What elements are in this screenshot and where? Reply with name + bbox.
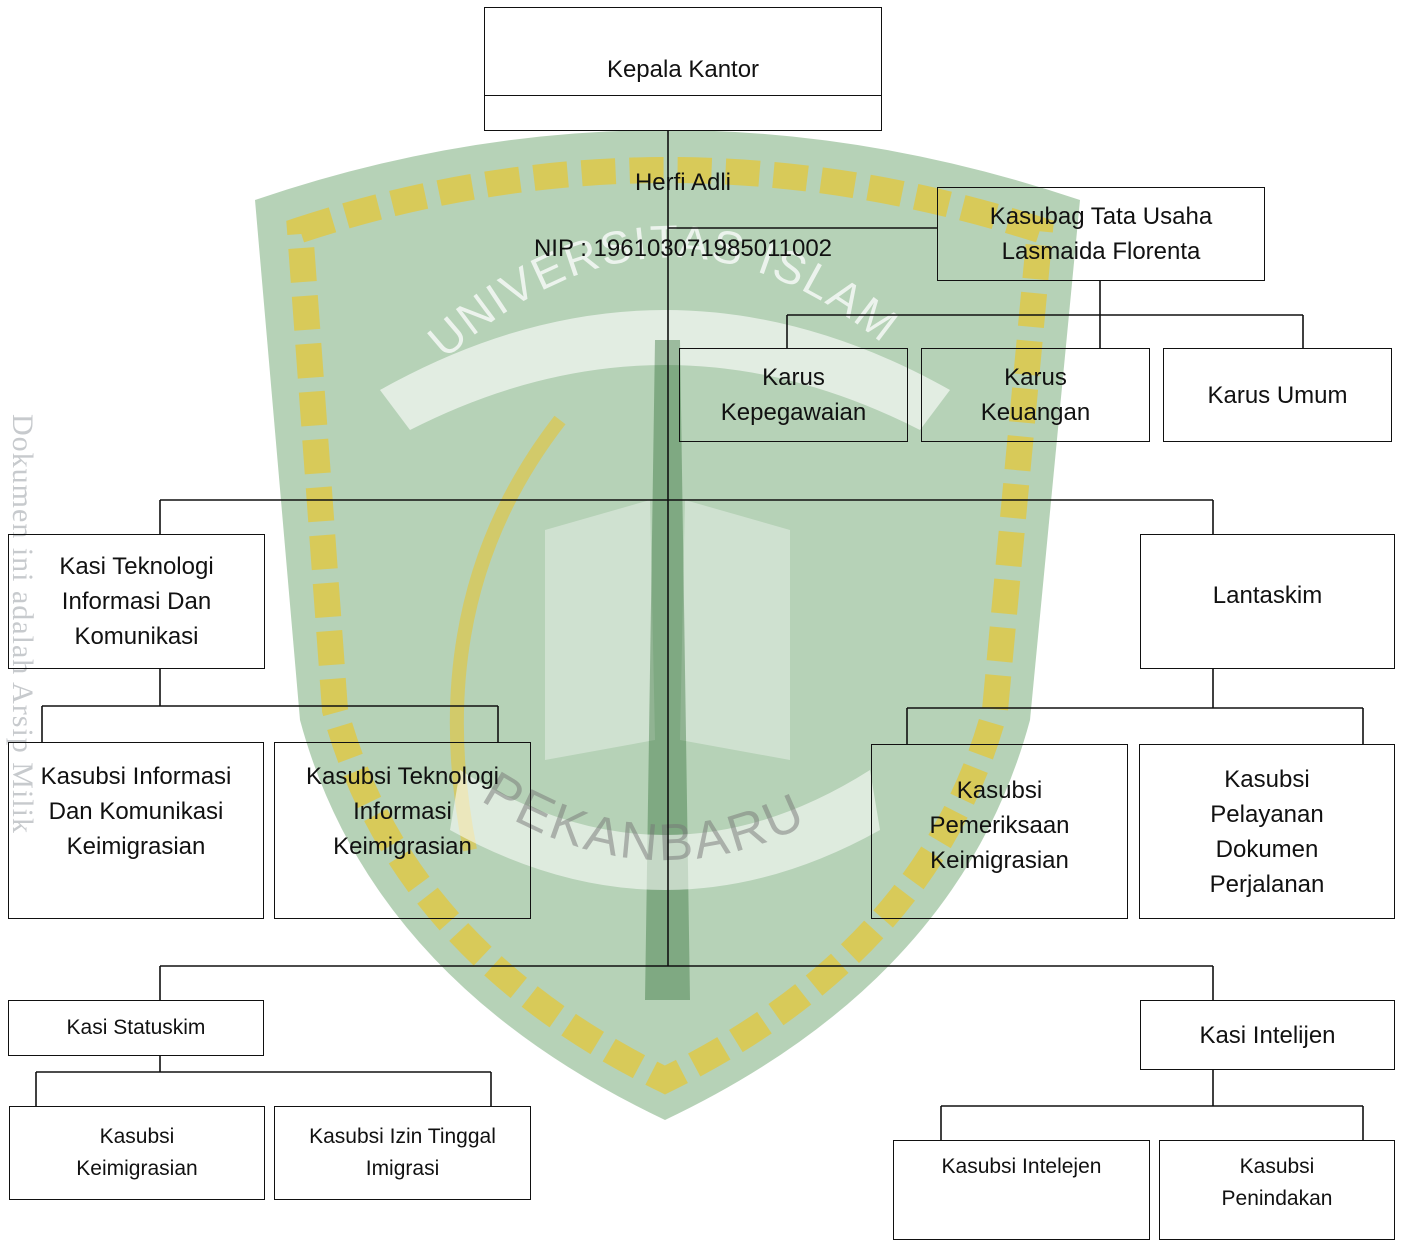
karus-umum-box: Karus Umum: [1163, 348, 1392, 442]
kepala-kantor-title: Kepala Kantor: [485, 43, 881, 96]
kasubsi-intelejen-box: Kasubsi Intelejen: [893, 1140, 1150, 1240]
lantaskim-box: Lantaskim: [1140, 534, 1395, 669]
kasubsi-izin-tinggal-box: Kasubsi Izin Tinggal Imigrasi: [274, 1106, 531, 1200]
kasubsi-pelayanan-dokumen-box: Kasubsi Pelayanan Dokumen Perjalanan: [1139, 744, 1395, 919]
kepala-kantor-details: Herfi Adli NIP : 196103071985011002: [485, 131, 881, 298]
kasubag-tata-usaha-box: Kasubag Tata Usaha Lasmaida Florenta: [937, 187, 1265, 281]
kepala-kantor-box: Kepala Kantor Herfi Adli NIP : 196103071…: [484, 7, 882, 262]
kepala-kantor-nip: NIP : 196103071985011002: [533, 235, 833, 262]
kepala-kantor-name: Herfi Adli: [634, 169, 732, 196]
kasubsi-pemeriksaan-box: Kasubsi Pemeriksaan Keimigrasian: [871, 744, 1128, 919]
karus-kepegawaian-box: Karus Kepegawaian: [679, 348, 908, 442]
kasi-statuskim-box: Kasi Statuskim: [8, 1000, 264, 1056]
kasubsi-informasi-komunikasi-box: Kasubsi Informasi Dan Komunikasi Keimigr…: [8, 742, 264, 919]
karus-keuangan-box: Karus Keuangan: [921, 348, 1150, 442]
kasi-teknologi-informasi-box: Kasi Teknologi Informasi Dan Komunikasi: [8, 534, 265, 669]
kasubsi-penindakan-box: Kasubsi Penindakan: [1159, 1140, 1395, 1240]
kasubsi-keimigrasian-box: Kasubsi Keimigrasian: [9, 1106, 265, 1200]
kasubsi-teknologi-informasi-box: Kasubsi Teknologi Informasi Keimigrasian: [274, 742, 531, 919]
kasi-intelijen-box: Kasi Intelijen: [1140, 1000, 1395, 1070]
